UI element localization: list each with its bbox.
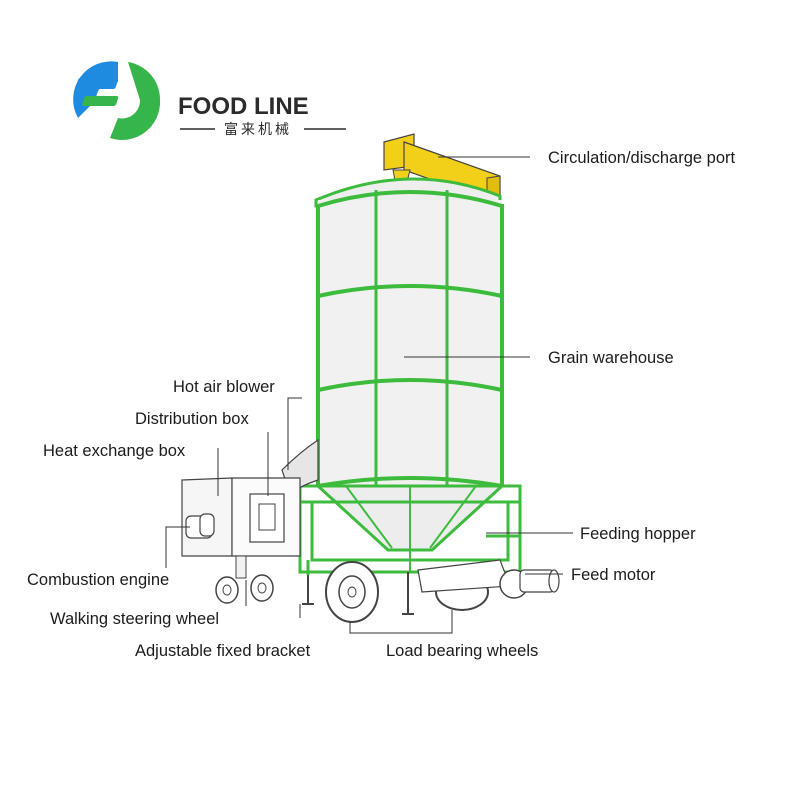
silo-body <box>318 200 502 486</box>
machine-illustration <box>181 133 560 623</box>
food-line-logo-icon <box>73 61 161 140</box>
callout-labels: Circulation/discharge port Grain warehou… <box>27 149 736 660</box>
label-walking-steering-wheel: Walking steering wheel <box>50 610 219 628</box>
label-distribution-box: Distribution box <box>135 410 249 428</box>
silo-frame <box>316 190 504 488</box>
label-grain-warehouse: Grain warehouse <box>548 349 674 367</box>
leader-lines <box>165 156 573 634</box>
brand-name: FOOD LINE <box>178 93 309 120</box>
label-heat-exchange-box: Heat exchange box <box>43 442 186 460</box>
walking-steering-wheels <box>215 555 274 604</box>
label-adjustable-fixed-bracket: Adjustable fixed bracket <box>135 642 311 660</box>
distribution-box <box>249 493 285 543</box>
combustion-engine <box>185 513 215 539</box>
label-hot-air-blower: Hot air blower <box>173 378 275 396</box>
label-feeding-hopper: Feeding hopper <box>580 525 696 543</box>
label-combustion-engine: Combustion engine <box>27 571 169 589</box>
brand-subtitle: 富来机械 <box>224 121 292 138</box>
label-circulation-port: Circulation/discharge port <box>548 149 736 167</box>
brand-logo: FOOD LINE 富来机械 <box>73 61 346 140</box>
label-feed-motor: Feed motor <box>571 566 656 584</box>
feed-motor <box>499 569 560 599</box>
adjustable-fixed-brackets <box>302 560 414 615</box>
label-load-bearing-wheels: Load bearing wheels <box>386 642 538 660</box>
